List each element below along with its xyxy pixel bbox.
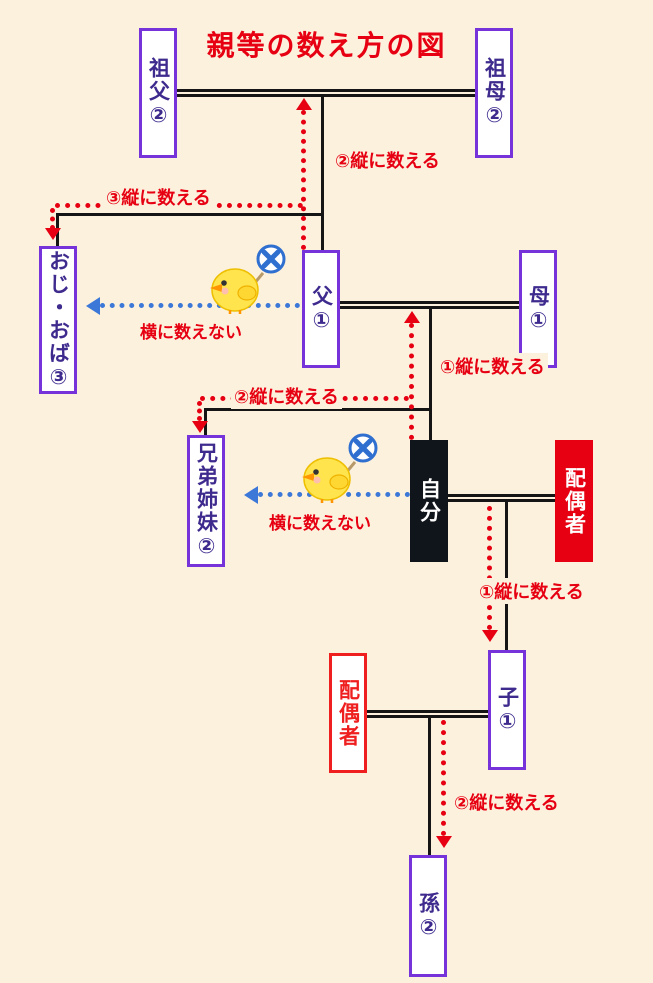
- count-label-2-left: ②縦に数える: [231, 383, 342, 409]
- node-spouse-self: 配偶者: [555, 440, 593, 562]
- no-count-path-1: [100, 303, 300, 308]
- count-label-3-left: ③縦に数える: [103, 184, 214, 210]
- node-siblings-label: 兄弟姉妹②: [194, 442, 219, 560]
- diagram-title: 親等の数え方の図: [206, 29, 447, 62]
- count-path-1-up: [409, 323, 414, 440]
- couple-line-parents: [340, 301, 519, 309]
- node-grandchild: 孫②: [409, 855, 447, 977]
- node-grandfather: 祖父②: [139, 28, 177, 158]
- count-path-2-left-vertical: [197, 401, 202, 421]
- branch-line-uncle-horizontal: [58, 213, 321, 216]
- count-label-1-down: ①縦に数える: [476, 578, 587, 604]
- red-arrow-down-icon: [436, 836, 452, 848]
- trunk-parents-to-self: [429, 309, 432, 440]
- node-spouse-child: 配偶者: [329, 653, 367, 773]
- trunk-grandparents-to-father: [321, 96, 324, 250]
- trunk-self-to-child: [505, 502, 508, 650]
- node-grandfather-label: 祖父②: [146, 57, 171, 129]
- count-path-2-down: [441, 720, 446, 836]
- node-self-label: 自分: [417, 478, 442, 524]
- count-path-3-vertical: [50, 208, 55, 230]
- node-siblings: 兄弟姉妹②: [187, 435, 225, 567]
- no-count-label-1: 横に数えない: [137, 318, 245, 343]
- chick-no-count-icon: [302, 433, 378, 503]
- node-uncle-aunt: おじ・おば③: [39, 246, 77, 394]
- red-arrow-down-icon: [45, 228, 61, 240]
- count-label-2-down: ②縦に数える: [451, 789, 562, 815]
- branch-line-siblings-horizontal: [204, 408, 429, 411]
- blue-arrow-left-icon: [86, 297, 100, 315]
- count-label-1-up: ①縦に数える: [437, 353, 548, 379]
- node-grandchild-label: 孫②: [416, 891, 441, 941]
- node-mother-label: 母①: [526, 284, 551, 334]
- count-path-1-down: [487, 506, 492, 630]
- node-grandmother: 祖母②: [475, 28, 513, 158]
- blue-arrow-left-icon: [244, 486, 258, 504]
- couple-line-grandparents: [177, 89, 475, 97]
- node-child-label: 子①: [495, 685, 520, 735]
- red-arrow-up-icon: [296, 98, 312, 110]
- node-father-label: 父①: [309, 284, 334, 334]
- node-grandmother-label: 祖母②: [482, 57, 507, 129]
- node-father: 父①: [302, 250, 340, 368]
- node-self: 自分: [410, 440, 448, 562]
- red-arrow-down-icon: [482, 630, 498, 642]
- node-spouse-child-label: 配偶者: [336, 678, 361, 748]
- node-mother: 母①: [519, 250, 557, 368]
- chick-no-count-icon: [210, 244, 286, 314]
- node-child: 子①: [488, 650, 526, 770]
- couple-line-child-spouse: [367, 710, 488, 718]
- red-arrow-down-icon: [192, 421, 208, 433]
- node-spouse-self-label: 配偶者: [562, 466, 587, 536]
- count-label-2-up: ②縦に数える: [332, 147, 443, 173]
- count-path-2-up: [301, 110, 306, 250]
- trunk-child-to-grandchild: [428, 718, 431, 855]
- couple-line-self-spouse: [448, 494, 555, 502]
- no-count-label-2: 横に数えない: [266, 509, 374, 534]
- node-uncle-aunt-label: おじ・おば③: [46, 249, 71, 391]
- red-arrow-up-icon: [404, 311, 420, 323]
